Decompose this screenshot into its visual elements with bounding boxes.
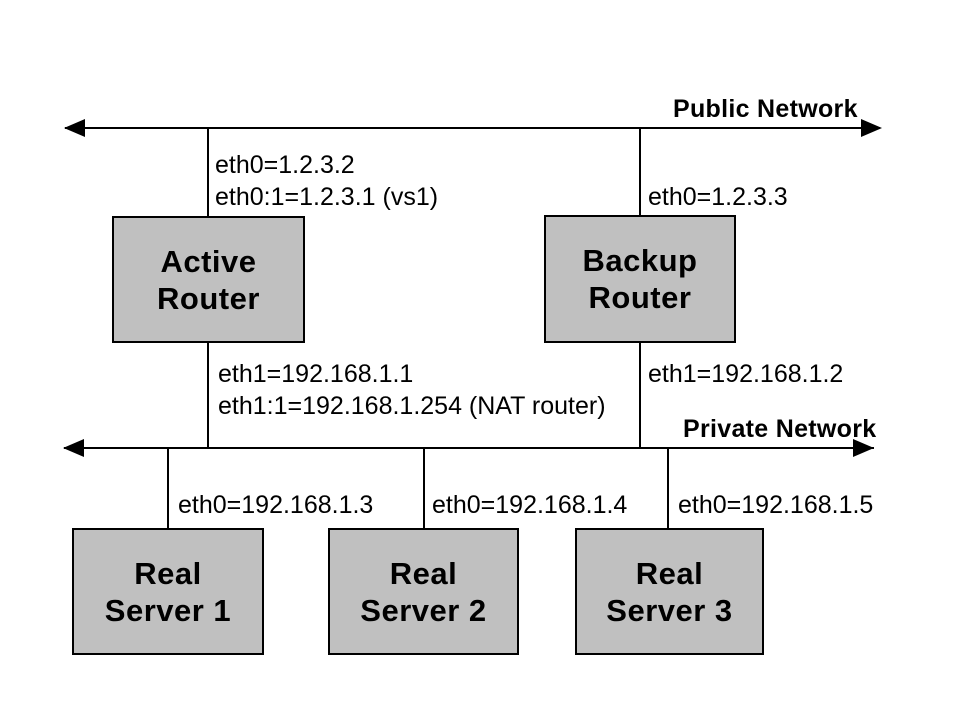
backup-router-eth0-label: eth0=1.2.3.3	[648, 183, 788, 211]
active-router-node-label-line1: Active	[160, 243, 257, 279]
connector-backup-router-private	[639, 343, 641, 447]
active-router-eth1-alias-label: eth1:1=192.168.1.254 (NAT router)	[218, 392, 606, 420]
real-server-2-node: Real Server 2	[328, 528, 519, 655]
connector-real-server-1	[167, 449, 169, 528]
backup-router-node-label-line2: Router	[588, 280, 692, 315]
active-router-eth1-labels: eth1=192.168.1.1 eth1:1=192.168.1.254 (N…	[218, 358, 606, 422]
backup-router-eth1-label: eth1=192.168.1.2	[648, 360, 844, 388]
active-router-node-label-line2: Router	[157, 280, 260, 316]
real-server-1-eth0-label: eth0=192.168.1.3	[178, 491, 374, 519]
real-server-3-node: Real Server 3	[575, 528, 764, 655]
active-router-eth0-label: eth0=1.2.3.2	[215, 151, 355, 179]
active-router-eth1-label: eth1=192.168.1.1	[218, 360, 414, 388]
public-network-arrow-left-icon	[64, 119, 85, 137]
private-network-line	[64, 447, 874, 449]
real-server-3-eth0-label: eth0=192.168.1.5	[678, 491, 874, 519]
backup-router-node-label-line1: Backup	[582, 243, 698, 278]
real-server-2-eth0-label: eth0=192.168.1.4	[432, 491, 628, 519]
active-router-eth0-labels: eth0=1.2.3.2 eth0:1=1.2.3.1 (vs1)	[215, 149, 438, 213]
private-network-arrow-left-icon	[63, 439, 84, 457]
private-network-label: Private Network	[683, 415, 877, 443]
connector-backup-router-public	[639, 128, 641, 215]
public-network-line	[65, 127, 880, 129]
private-network-arrow-right-icon	[853, 439, 874, 457]
real-server-1-node-label-line1: Real	[134, 555, 202, 591]
connector-active-router-public	[207, 128, 209, 216]
real-server-2-node-label-line2: Server 2	[360, 592, 487, 628]
real-server-1-node-label-line2: Server 1	[104, 592, 232, 628]
real-server-1-node: Real Server 1	[72, 528, 264, 655]
backup-router-node: Backup Router	[544, 215, 736, 343]
connector-real-server-3	[667, 449, 669, 528]
public-network-label: Public Network	[673, 95, 858, 123]
active-router-node: Active Router	[112, 216, 305, 343]
public-network-arrow-right-icon	[861, 119, 882, 137]
real-server-3-node-label-line1: Real	[635, 555, 704, 591]
real-server-3-node-label-line2: Server 3	[606, 592, 733, 628]
real-server-2-node-label-line1: Real	[389, 555, 458, 591]
connector-active-router-private	[207, 343, 209, 447]
active-router-eth0-alias-label: eth0:1=1.2.3.1 (vs1)	[215, 183, 439, 211]
connector-real-server-2	[423, 449, 425, 528]
